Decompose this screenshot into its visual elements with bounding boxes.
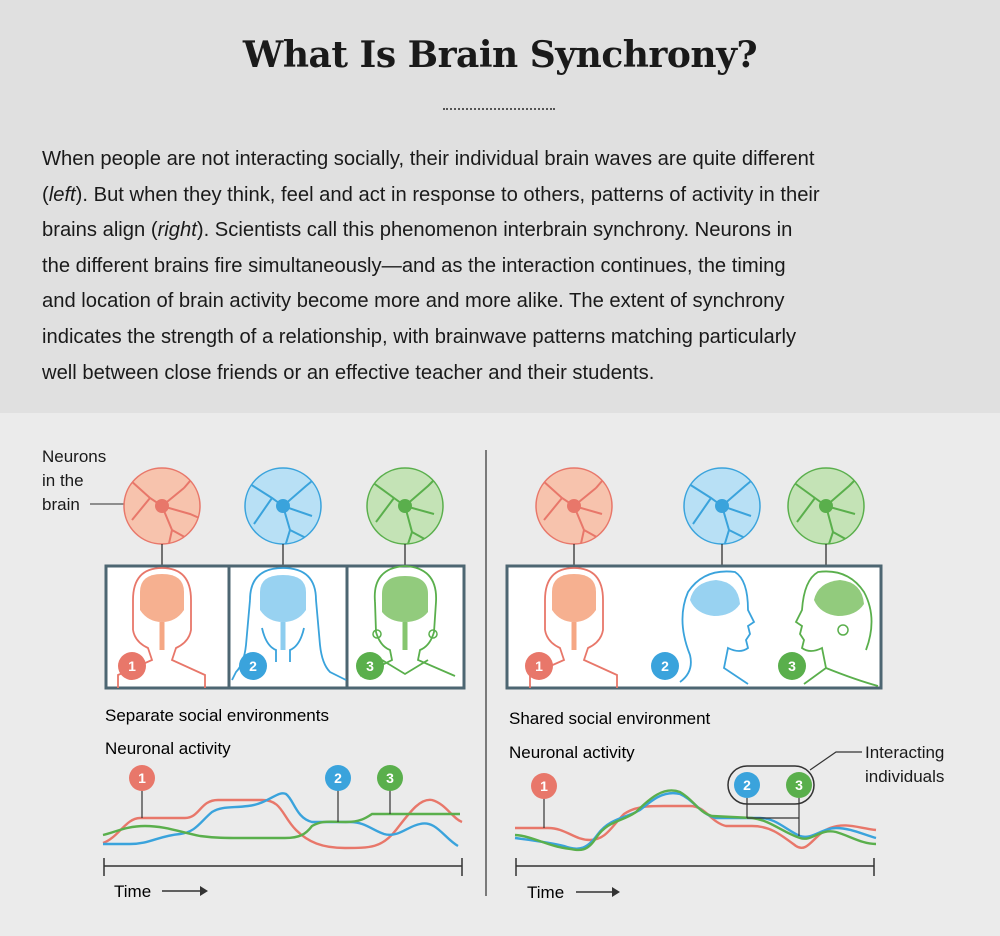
interacting-group-outline (727, 765, 815, 805)
svg-text:3: 3 (386, 770, 394, 786)
interacting-callout-line (809, 751, 862, 771)
right-wave-markers: 1 2 3 (531, 751, 862, 836)
svg-text:1: 1 (540, 778, 548, 794)
intro-line: brains align (right). Scientists call th… (42, 219, 793, 242)
left-wave-markers: 1 2 3 (129, 765, 403, 822)
time-axis-left: Time (103, 858, 463, 901)
right-caption: Shared social environment (509, 709, 711, 728)
neuron-circle-2-right (683, 467, 761, 545)
intro-line: (left). But when they think, feel and ac… (42, 183, 820, 206)
intro-paragraph: When people are not interacting socially… (42, 142, 972, 391)
title-divider (443, 108, 555, 110)
intro-line: When people are not interacting socially… (42, 148, 815, 170)
neuron-circle-3-left (366, 467, 444, 545)
neuron-circle-1-right (535, 467, 613, 545)
person-3-head-right (794, 570, 879, 687)
separate-environment-panels (104, 564, 466, 690)
neuron-circle-2-left (244, 467, 322, 545)
wave-2-left (103, 792, 459, 848)
intro-line: and location of brain activity become mo… (42, 290, 785, 313)
page-title: What Is Brain Synchrony? (242, 34, 758, 76)
left-caption: Separate social environments (105, 706, 329, 725)
wave-1-right (515, 804, 877, 849)
svg-text:2: 2 (661, 658, 669, 674)
neurons-callout-label: Neurons in the brain (42, 447, 111, 514)
brain-synchrony-diagram: Neurons in the brain (42, 447, 949, 902)
person-1-head-right (529, 567, 618, 688)
wave-3-left (102, 812, 460, 840)
svg-text:Time: Time (114, 882, 151, 901)
neuron-circle-1-left (123, 467, 201, 545)
person-1-head-left (117, 567, 206, 688)
person-2-head-right (679, 570, 756, 685)
interacting-callout-label: Interacting individuals (865, 743, 949, 786)
intro-panel (0, 0, 1000, 413)
svg-text:2: 2 (334, 770, 342, 786)
svg-text:2: 2 (743, 777, 751, 793)
svg-text:1: 1 (535, 658, 543, 674)
number-badges-panels: 1 2 3 1 2 3 (118, 652, 806, 680)
time-axis-right: Time (515, 858, 875, 902)
right-activity-waves (514, 789, 877, 852)
shared-environment-panel (505, 564, 883, 690)
intro-line: indicates the strength of a relationship… (42, 325, 797, 348)
neuron-circle-3-right (787, 467, 865, 545)
wave-3-right (514, 789, 877, 852)
svg-text:1: 1 (128, 658, 136, 674)
svg-text:3: 3 (366, 658, 374, 674)
svg-text:3: 3 (788, 658, 796, 674)
svg-text:1: 1 (138, 770, 146, 786)
right-activity-label: Neuronal activity (509, 743, 635, 762)
svg-text:Time: Time (527, 883, 564, 902)
person-3-head-left (359, 565, 456, 677)
intro-line: well between close friends or an effecti… (42, 361, 655, 384)
wave-1-left (102, 798, 463, 850)
left-activity-waves (102, 792, 463, 850)
intro-line: the different brains fire simultaneously… (42, 254, 786, 277)
wave-2-right (514, 791, 877, 850)
svg-text:2: 2 (249, 658, 257, 674)
svg-text:3: 3 (795, 777, 803, 793)
left-activity-label: Neuronal activity (105, 739, 231, 758)
